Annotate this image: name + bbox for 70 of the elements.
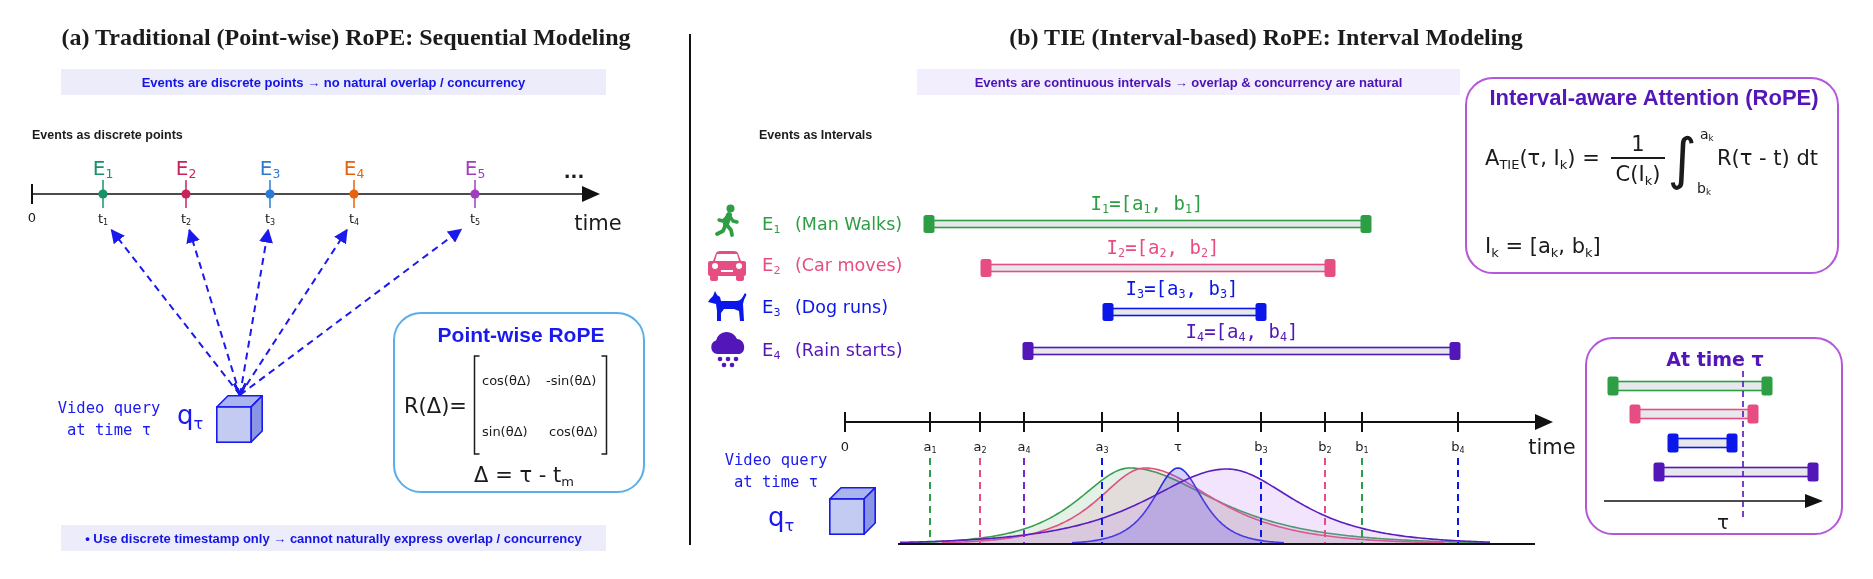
axis-tick-label: b$_{2}$	[1318, 439, 1332, 455]
axis-tick-label: a$_{1}$	[923, 439, 937, 455]
interval-label: I$_{1}$=[a$_{1}$, b$_{1}$]	[1090, 191, 1204, 215]
formula-text: R(Δ)=	[404, 394, 467, 420]
timestamp-label: t$_{1}$	[97, 211, 109, 227]
integral-limit: a$_{k}$	[1700, 125, 1714, 143]
event-name: (Dog runs)	[795, 296, 888, 318]
panel-title: (b) TIE (Interval-based) RoPE: Interval Modeling	[1009, 22, 1523, 52]
interval-label: I$_{4}$=[a$_{4}$, b$_{4}$]	[1185, 319, 1299, 343]
panel-title: Interval-aware Attention (RoPE)	[1489, 84, 1819, 112]
axis-tick-label: a$_{3}$	[1095, 439, 1109, 455]
ellipsis: ...	[563, 161, 585, 183]
event-name: (Car moves)	[795, 254, 903, 276]
query-caption: Video query at time τ	[723, 450, 829, 493]
axis-tick-label: b$_{1}$	[1355, 439, 1369, 455]
formula-panel	[1465, 77, 1839, 274]
timestamp-label: t$_{2}$	[180, 211, 192, 227]
matrix-entry: cos(θΔ)	[549, 424, 598, 440]
formula-panel	[393, 312, 645, 493]
dashed-arrow	[233, 228, 463, 397]
axis-label: time	[574, 211, 622, 237]
panel-title: Point-wise RoPE	[437, 322, 605, 348]
matrix-entry: -sin(θΔ)	[546, 373, 597, 389]
fraction-numerator: 1	[1631, 132, 1645, 158]
interval-label: I$_{3}$=[a$_{3}$, b$_{3}$]	[1125, 276, 1239, 300]
section-label: Events as Intervals	[759, 127, 873, 143]
panel-title: (a) Traditional (Point-wise) RoPE: Sequential Modeling	[61, 22, 631, 52]
integral-limit: b$_{k}$	[1697, 179, 1711, 197]
interval-label: I$_{2}$=[a$_{2}$, b$_{2}$]	[1106, 235, 1220, 259]
matrix-entry: cos(θΔ)	[482, 373, 531, 389]
event-label: E$_{3}$	[762, 296, 781, 318]
timestamp-label: t$_{4}$	[348, 211, 360, 227]
axis-tick-label: τ	[1174, 439, 1182, 455]
axis-tick-label: b$_{3}$	[1254, 439, 1268, 455]
event-label: E$_{4}$	[762, 339, 781, 361]
matrix-entry: sin(θΔ)	[482, 424, 528, 440]
axis-tick-label: 0	[27, 210, 37, 226]
axis-tick-label: b$_{4}$	[1451, 439, 1465, 455]
event-label: E$_{4}$	[343, 156, 365, 180]
event-label: E$_{2}$	[762, 254, 781, 276]
axis-label: time	[1528, 435, 1576, 461]
axis-tick-label: a$_{2}$	[973, 439, 987, 455]
panel-title: At time τ	[1666, 347, 1764, 371]
event-name: (Rain starts)	[795, 339, 903, 361]
cube-icon	[216, 395, 263, 443]
fraction-denominator: C(I$_{k}$)	[1615, 162, 1661, 188]
cube-icon	[829, 487, 876, 535]
axis-tick-label: a$_{4}$	[1017, 439, 1031, 455]
event-label: E$_{1}$	[92, 156, 114, 180]
timestamp-label: t$_{3}$	[264, 211, 276, 227]
event-label: E$_{1}$	[762, 213, 781, 235]
banner-note: • Use discrete timestamp only → cannot naturally express overlap / concurrency	[61, 525, 606, 551]
inset-panel	[1585, 337, 1843, 535]
formula-text: R(τ - t) dt	[1717, 146, 1819, 172]
formula-text: A$_{TIE}$(τ, I$_{k}$) =	[1485, 146, 1600, 172]
axis-tick-label: 0	[840, 439, 850, 455]
banner-note: Events are discrete points → no natural overlap / concurrency	[61, 69, 606, 95]
axis-label: τ	[1717, 510, 1729, 534]
event-label: E$_{5}$	[464, 156, 486, 180]
banner-note: Events are continuous intervals → overlap & concurrency are natural	[917, 69, 1460, 95]
query-symbol: q$_{τ}$	[767, 502, 795, 534]
event-name: (Man Walks)	[795, 213, 903, 235]
timestamp-label: t$_{5}$	[469, 211, 481, 227]
formula-text: I$_{k}$ = [a$_{k}$, b$_{k}$]	[1485, 234, 1601, 260]
query-caption: Video query at time τ	[56, 398, 162, 441]
event-label: E$_{2}$	[175, 156, 197, 180]
event-label: E$_{3}$	[259, 156, 281, 180]
query-symbol: q$_{τ}$	[176, 400, 204, 432]
formula-text: Δ = τ - t$_{m}$	[474, 463, 574, 489]
section-label: Events as discrete points	[32, 127, 183, 143]
